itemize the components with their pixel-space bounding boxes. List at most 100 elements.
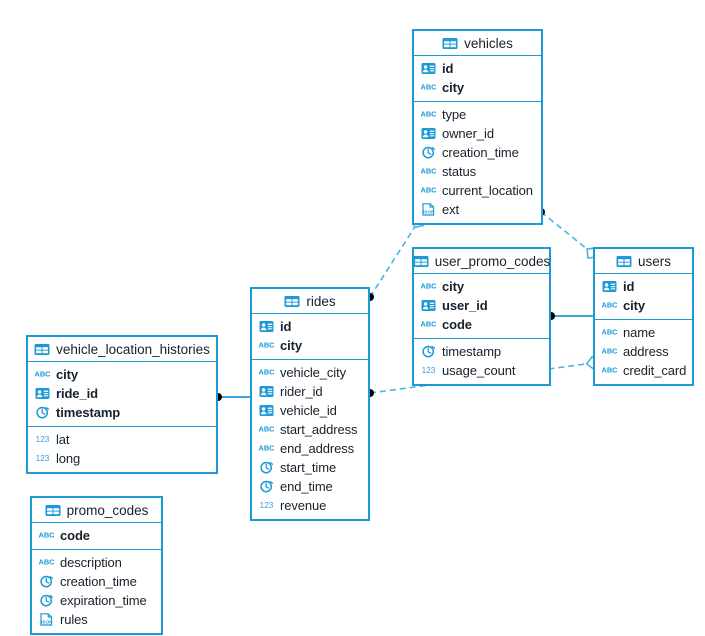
svg-text:ABC: ABC [602,366,617,375]
relationship-line [369,221,419,298]
column-row[interactable]: rider_id [252,382,368,401]
column-row[interactable]: owner_id [414,124,541,143]
svg-text:ABC: ABC [35,370,50,379]
abc-text-icon: ABC [421,282,436,291]
relationship-user-promo-codes-to-users[interactable] [547,312,593,320]
clock-icon [40,594,54,607]
column-row[interactable]: id [414,59,541,78]
column-name: current_location [442,183,533,198]
key-id-icon [259,386,274,397]
abc-text-icon: ABC [421,186,436,195]
svg-text:ABC: ABC [39,531,54,540]
column-row[interactable]: vehicle_id [252,401,368,420]
column-name: city [623,298,646,313]
column-name: city [442,80,465,95]
table-header-user_promo_codes[interactable]: user_promo_codes [413,249,550,274]
column-row[interactable]: user_id [414,296,549,315]
column-row[interactable]: timestamp [414,342,549,361]
column-name: type [442,107,467,122]
column-name: revenue [280,498,327,513]
column-row[interactable]: creation_time [32,572,161,591]
table-title: rides [306,293,336,309]
table-header-rides[interactable]: rides [252,289,368,314]
column-row[interactable]: creation_time [414,143,541,162]
column-name: ride_id [56,386,98,401]
key-id-icon [602,281,617,292]
table-title: promo_codes [66,502,149,518]
column-row[interactable]: start_time [252,458,368,477]
clock-icon [422,146,436,159]
column-row[interactable]: JSON rules [32,610,161,629]
column-name: ext [442,202,460,217]
svg-text:ABC: ABC [602,347,617,356]
svg-text:ABC: ABC [421,167,436,176]
column-name: end_address [280,441,355,456]
column-name: creation_time [60,574,137,589]
abc-text-icon: ABC [259,444,274,453]
table-grid-icon [413,255,429,267]
svg-text:JSON: JSON [40,620,53,625]
table-grid-icon [616,255,632,267]
column-row[interactable]: timestamp [28,403,216,422]
column-name: name [623,325,656,340]
column-name: lat [56,432,70,447]
number-icon: 123 [36,454,50,463]
column-row[interactable]: id [252,317,368,336]
clock-icon [260,480,274,493]
clock-icon [40,575,54,588]
svg-text:ABC: ABC [259,341,274,350]
column-name: rider_id [280,384,323,399]
column-name: vehicle_id [280,403,337,418]
column-row[interactable]: ABC current_location [414,181,541,200]
column-row[interactable]: end_time [252,477,368,496]
column-row[interactable]: ABC city [595,296,692,315]
table-header-vehicles[interactable]: vehicles [414,31,541,56]
column-row[interactable]: id [595,277,692,296]
abc-text-icon: ABC [602,366,617,375]
table-title: vehicles [464,35,513,51]
table-header-vehicle_location_histories[interactable]: vehicle_location_histories [28,337,216,362]
svg-text:123: 123 [36,454,50,463]
svg-text:123: 123 [422,366,436,375]
column-name: rules [60,612,88,627]
table-header-users[interactable]: users [595,249,692,274]
abc-text-icon: ABC [39,531,54,540]
column-name: timestamp [56,405,121,420]
column-row[interactable]: ride_id [28,384,216,403]
column-row[interactable]: expiration_time [32,591,161,610]
column-row[interactable]: ABC end_address [252,439,368,458]
relationship-vehicle-location-histories-to-rides[interactable] [214,393,250,401]
table-grid-icon [45,504,61,516]
svg-text:ABC: ABC [259,425,274,434]
table-title: vehicle_location_histories [56,341,210,357]
svg-text:ABC: ABC [602,301,617,310]
table-header-promo_codes[interactable]: promo_codes [32,498,161,523]
